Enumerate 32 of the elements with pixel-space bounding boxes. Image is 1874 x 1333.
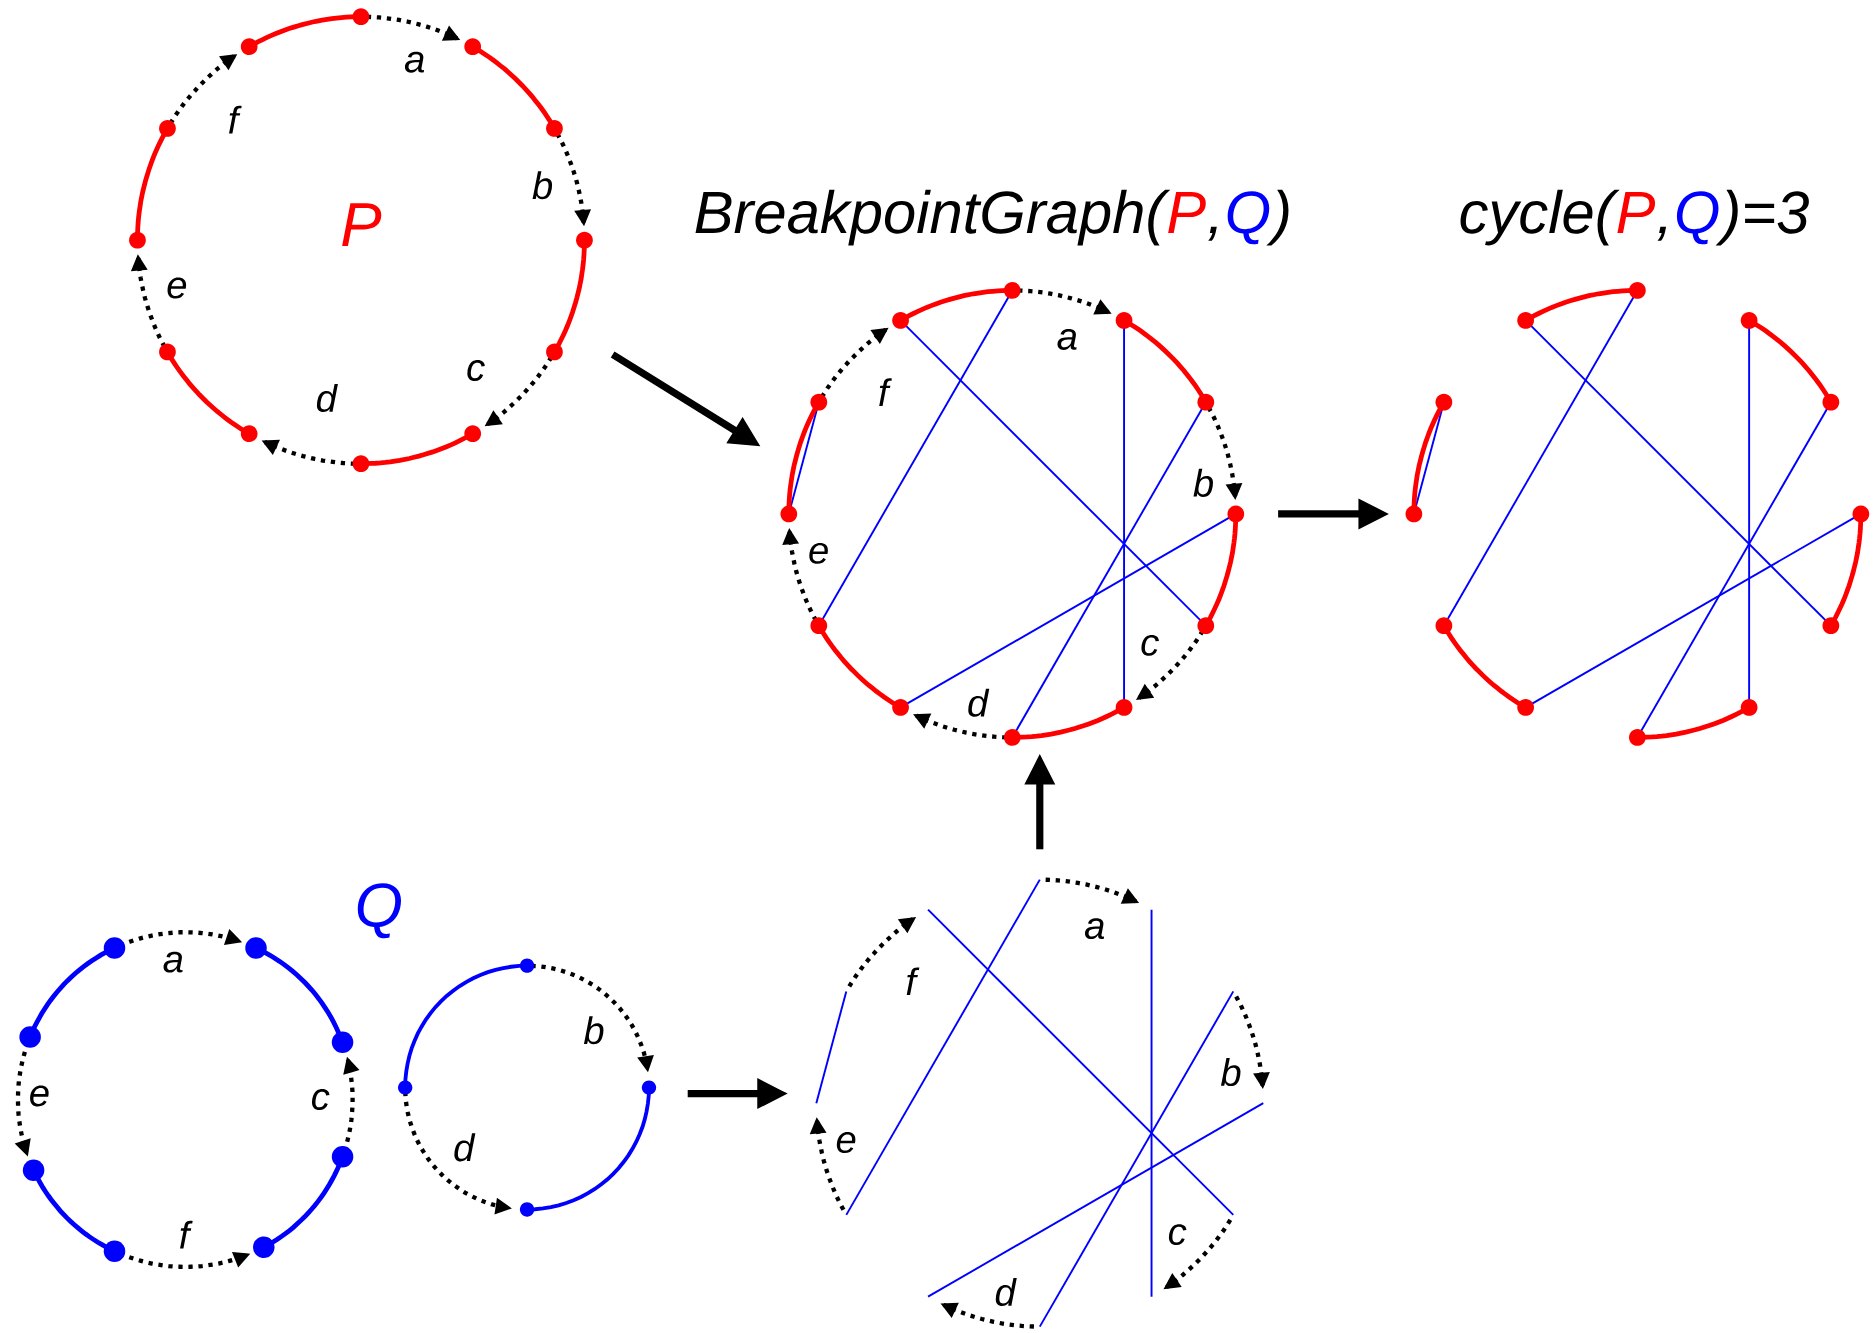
gene-label: b — [583, 1016, 604, 1045]
gene-label: e — [836, 1132, 856, 1154]
gene-label: b — [1193, 469, 1213, 498]
title-text: P — [1617, 192, 1656, 234]
gene-label: d — [968, 688, 990, 717]
gene-label: c — [1168, 1224, 1187, 1246]
genome-label: P — [342, 203, 382, 247]
title-text: BreakpointGraph( — [695, 189, 1171, 246]
gene-label: b — [532, 171, 553, 200]
gene-label: d — [454, 1133, 476, 1162]
gene-label: c — [1141, 635, 1159, 657]
gene-label: e — [809, 543, 828, 565]
gene-label: f — [229, 105, 242, 134]
gene-label: c — [312, 1089, 330, 1111]
gene-label: d — [316, 384, 338, 413]
title-text: , — [1657, 226, 1667, 241]
gene-label: f — [906, 967, 920, 996]
gene-label: a — [404, 51, 425, 73]
title-text: P — [1168, 192, 1206, 234]
genome-label: Q — [357, 883, 401, 939]
gene-label: e — [30, 1085, 49, 1107]
gene-label: f — [879, 378, 892, 407]
gene-label: a — [1057, 329, 1077, 351]
title-text: cycle( — [1460, 189, 1620, 246]
title-text: , — [1208, 226, 1217, 241]
gene-label: d — [995, 1278, 1017, 1307]
gene-label: e — [167, 277, 187, 299]
gene-label: c — [467, 360, 485, 382]
gene-label: a — [163, 951, 183, 973]
gene-label: a — [1085, 918, 1105, 940]
gene-label: b — [1220, 1058, 1241, 1087]
gene-label: f — [180, 1220, 193, 1249]
